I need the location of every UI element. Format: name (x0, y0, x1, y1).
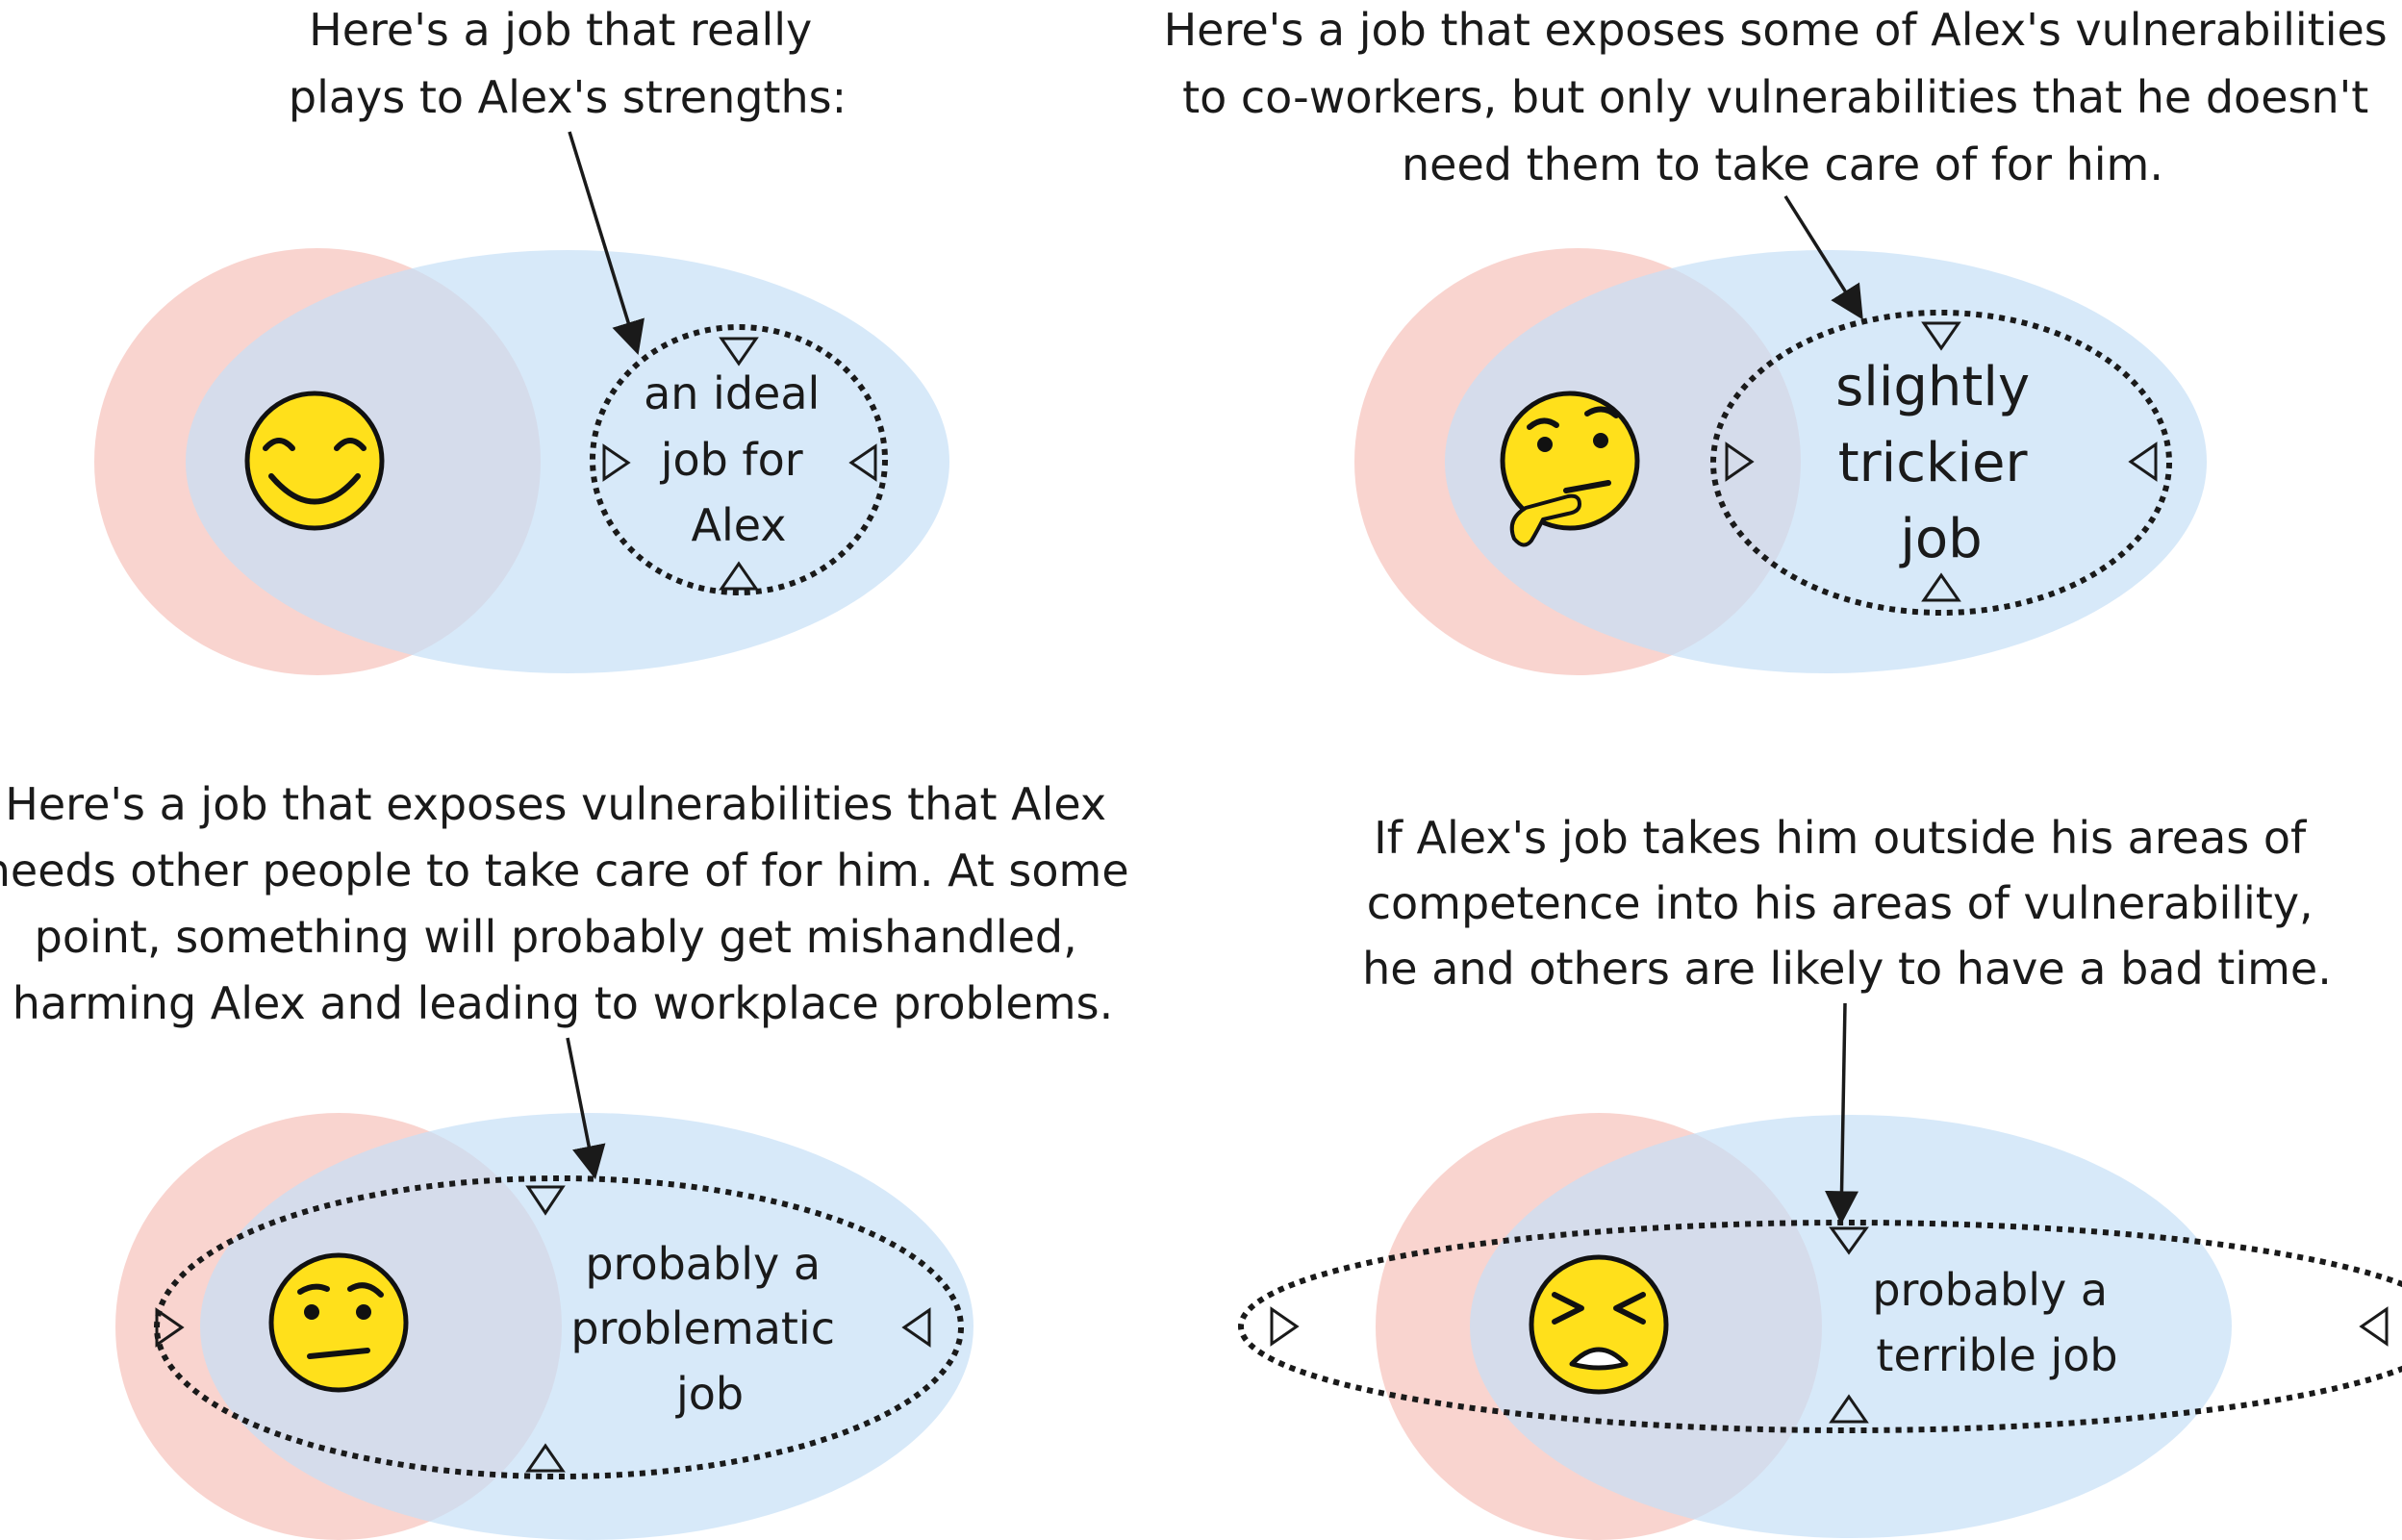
job-label-line: job for (660, 434, 803, 486)
pointer-arrow (1825, 1002, 1859, 1225)
caption-line: harming Alex and leading to workplace pr… (13, 977, 1113, 1029)
panel-caption: If Alex's job takes him outside his area… (1362, 812, 2332, 995)
panel-caption: Here's a job that exposes some of Alex's… (1164, 4, 2402, 190)
job-label-line: trickier (1838, 432, 2029, 494)
thinking-face-icon (1500, 391, 1640, 547)
job-label: probably a terrible job (1872, 1264, 2121, 1381)
job-label: slightly trickier job (1835, 356, 2047, 570)
job-label-line: slightly (1835, 356, 2030, 418)
job-label-line: Alex (692, 499, 787, 551)
inward-arrow-icon-top (1829, 1226, 1869, 1255)
confused-face-icon (268, 1252, 409, 1393)
vulnerability-area (186, 250, 949, 673)
panel-problematic-job: Here's a job that exposes vulnerabilitie… (0, 778, 1143, 1540)
job-boundary (1710, 310, 2172, 616)
caption-line: Here's a job that exposes some of Alex's… (1164, 4, 2388, 56)
vulnerability-area (1445, 250, 2207, 673)
vulnerability-area (1470, 1115, 2232, 1538)
caption-line: competence into his areas of vulnerabili… (1367, 877, 2314, 929)
inward-arrow-icon-right (848, 443, 877, 482)
job-label: an ideal job for Alex (644, 367, 834, 551)
pointer-arrow (566, 1037, 606, 1180)
inward-arrow-icon-left (1725, 442, 1755, 482)
job-label-line: job (675, 1368, 744, 1420)
smiling-face-icon (244, 391, 385, 531)
job-label: probably a problematic job (570, 1238, 848, 1420)
inward-arrow-icon-left (1270, 1306, 1300, 1347)
tired-face-icon (1529, 1254, 1669, 1395)
inward-arrow-icon-right (901, 1307, 931, 1348)
inward-arrow-icon-left (602, 443, 631, 482)
inward-arrow-icon-left (155, 1307, 185, 1348)
caption-line: need them to take care of for him. (1402, 139, 2163, 190)
inward-arrow-icon-right (2128, 442, 2158, 482)
inward-arrow-icon-bottom (525, 1443, 566, 1473)
caption-line: he and others are likely to have a bad t… (1362, 943, 2332, 995)
inward-arrow-icon-top (1921, 321, 1961, 351)
caption-line: If Alex's job takes him outside his area… (1374, 812, 2308, 864)
inward-arrow-icon-bottom (1921, 572, 1961, 602)
caption-line: Here's a job that really (309, 4, 812, 56)
panel-caption: Here's a job that really plays to Alex's… (289, 4, 847, 123)
inward-arrow-icon-bottom (1829, 1394, 1869, 1424)
job-boundary (1238, 1220, 2402, 1433)
inward-arrow-icon-right (2359, 1306, 2389, 1347)
panel-ideal-job: Here's a job that really plays to Alex's… (94, 4, 949, 675)
caption-line: needs other people to take care of for h… (0, 845, 1129, 896)
inward-arrow-icon-bottom (719, 561, 759, 591)
job-label-line: job (1898, 508, 1982, 570)
caption-line: to co-workers, but only vulnerabilities … (1182, 71, 2368, 123)
pointer-arrow (1783, 195, 1863, 320)
vulnerability-area (200, 1113, 973, 1540)
caption-line: Here's a job that exposes vulnerabilitie… (5, 778, 1106, 830)
inward-arrow-icon-top (525, 1185, 566, 1216)
job-label-line: probably a (585, 1238, 821, 1290)
inward-arrow-icon-top (719, 337, 759, 366)
caption-line: plays to Alex's strengths: (289, 71, 847, 123)
pointer-arrow (568, 131, 645, 356)
job-boundary (154, 1175, 964, 1479)
job-label-line: terrible job (1876, 1329, 2117, 1381)
panel-trickier-job: Here's a job that exposes some of Alex's… (1164, 4, 2402, 675)
panel-terrible-job: If Alex's job takes him outside his area… (1238, 812, 2402, 1540)
job-label-line: an ideal (644, 367, 820, 419)
panel-caption: Here's a job that exposes vulnerabilitie… (0, 778, 1143, 1029)
caption-line: point, something will probably get misha… (35, 911, 1077, 963)
job-label-line: problematic (570, 1302, 835, 1354)
job-boundary (590, 324, 888, 595)
job-label-line: probably a (1872, 1264, 2108, 1316)
